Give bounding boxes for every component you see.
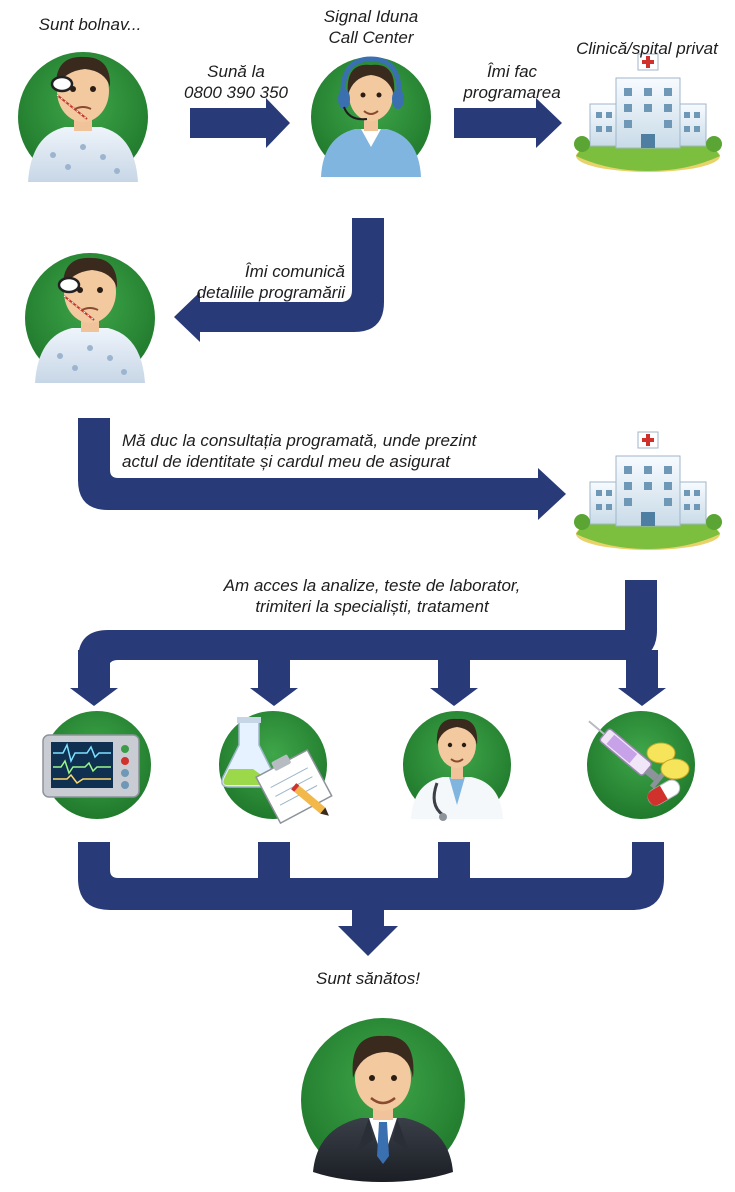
clinic-label: Clinică/spital privat [576, 38, 718, 59]
sick-label: Sunt bolnav... [39, 14, 142, 35]
communicate-edge-label: Îmi comunică detaliile programării [197, 261, 345, 303]
arrow-consult [78, 418, 566, 520]
arrow-access [70, 580, 666, 706]
appointment-edge-line1: Îmi fac [486, 62, 538, 81]
sick-patient-icon-2 [23, 251, 157, 385]
doctor-icon [401, 709, 513, 823]
sick-patient-icon [16, 50, 150, 184]
call-center-agent-icon [311, 57, 431, 177]
communicate-edge-line2: detaliile programării [196, 283, 345, 302]
access-edge-line1: Am acces la analize, teste de laborator, [223, 576, 521, 595]
appointment-edge-line2: programarea [463, 83, 561, 102]
access-edge-label: Am acces la analize, teste de laborator,… [224, 575, 521, 617]
heart-monitor-icon [42, 710, 152, 820]
access-edge-line2: trimiteri la specialiști, tratament [255, 597, 489, 616]
callcenter-label-line1: Signal Iduna [323, 7, 419, 26]
consult-edge-label: Mă duc la consultația programată, unde p… [122, 430, 476, 472]
call-edge-line1: Sună la [207, 62, 265, 81]
appointment-edge-label: Îmi fac programarea [463, 61, 560, 103]
callcenter-label-line2: Call Center [328, 28, 414, 47]
call-edge-label: Sună la 0800 390 350 [184, 61, 288, 103]
healthy-label-text: Sunt sănătos! [316, 969, 420, 988]
callcenter-label: Signal Iduna Call Center [324, 6, 419, 48]
hospital-icon-2 [573, 431, 723, 551]
hospital-icon [573, 53, 723, 173]
arrow-merge [78, 842, 664, 956]
consult-edge-line2: actul de identitate și cardul meu de asi… [122, 452, 450, 471]
arrow-call [190, 98, 290, 148]
sick-label-text: Sunt bolnav... [38, 15, 142, 34]
consult-edge-line1: Mă duc la consultația programată, unde p… [122, 431, 477, 450]
call-edge-line2: 0800 390 350 [184, 83, 288, 102]
clinic-label-text: Clinică/spital privat [576, 39, 718, 58]
arrow-appointment [454, 98, 562, 148]
syringe-pills-icon [581, 710, 696, 820]
communicate-edge-line1: Îmi comunică [244, 262, 345, 281]
lab-flask-clipboard-icon [218, 710, 333, 824]
healthy-man-icon [299, 1016, 467, 1184]
arrow-communicate [174, 218, 384, 342]
healthy-label: Sunt sănătos! [316, 968, 420, 989]
